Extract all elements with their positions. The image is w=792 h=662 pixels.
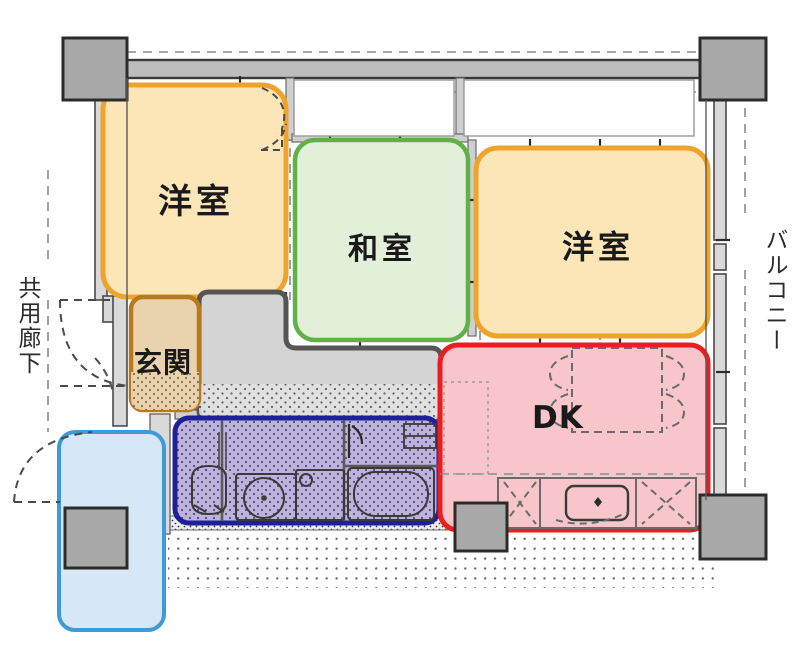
room-yoshitsu-right[interactable]	[473, 145, 711, 339]
column-top-left	[61, 36, 129, 102]
room-label-washitsu: 和室	[348, 232, 416, 267]
room-yoshitsu-right-shape	[473, 145, 711, 339]
exterior-label-balcony: バルコニー	[761, 228, 787, 353]
structural-columns	[61, 36, 768, 570]
room-label-dk: DK	[532, 400, 584, 436]
toilet-fixture-icon	[191, 464, 227, 516]
room-genkan[interactable]	[128, 294, 202, 413]
column-bottom-right	[698, 493, 768, 561]
room-sanitary[interactable]	[172, 415, 442, 526]
exterior-label-common-corridor: 共用廊下	[14, 276, 40, 376]
dining-set-icon	[548, 347, 686, 433]
room-label-yoshitsu-left: 洋室	[158, 182, 234, 222]
washing-machine-icon	[295, 469, 345, 521]
column-top-right	[698, 36, 768, 102]
yoshitsu-left-closet-door-icon	[260, 87, 287, 151]
sanitary-door-icon	[347, 424, 364, 458]
wall-detail-lines	[126, 78, 707, 500]
room-label-yoshitsu-right: 洋室	[562, 228, 635, 266]
room-dk[interactable]	[437, 342, 711, 533]
column-bottom-mid	[453, 501, 509, 553]
shaft-block-in-porch	[63, 506, 129, 570]
room-dk-shape	[437, 342, 711, 533]
room-label-genkan: 玄関	[134, 346, 193, 379]
room-washitsu-shape	[292, 137, 471, 343]
room-washitsu[interactable]	[292, 137, 471, 343]
kitchen-counter-icon	[497, 477, 697, 529]
door-swing-arcs	[13, 299, 129, 503]
bathtub-fixture-icon	[347, 467, 435, 521]
